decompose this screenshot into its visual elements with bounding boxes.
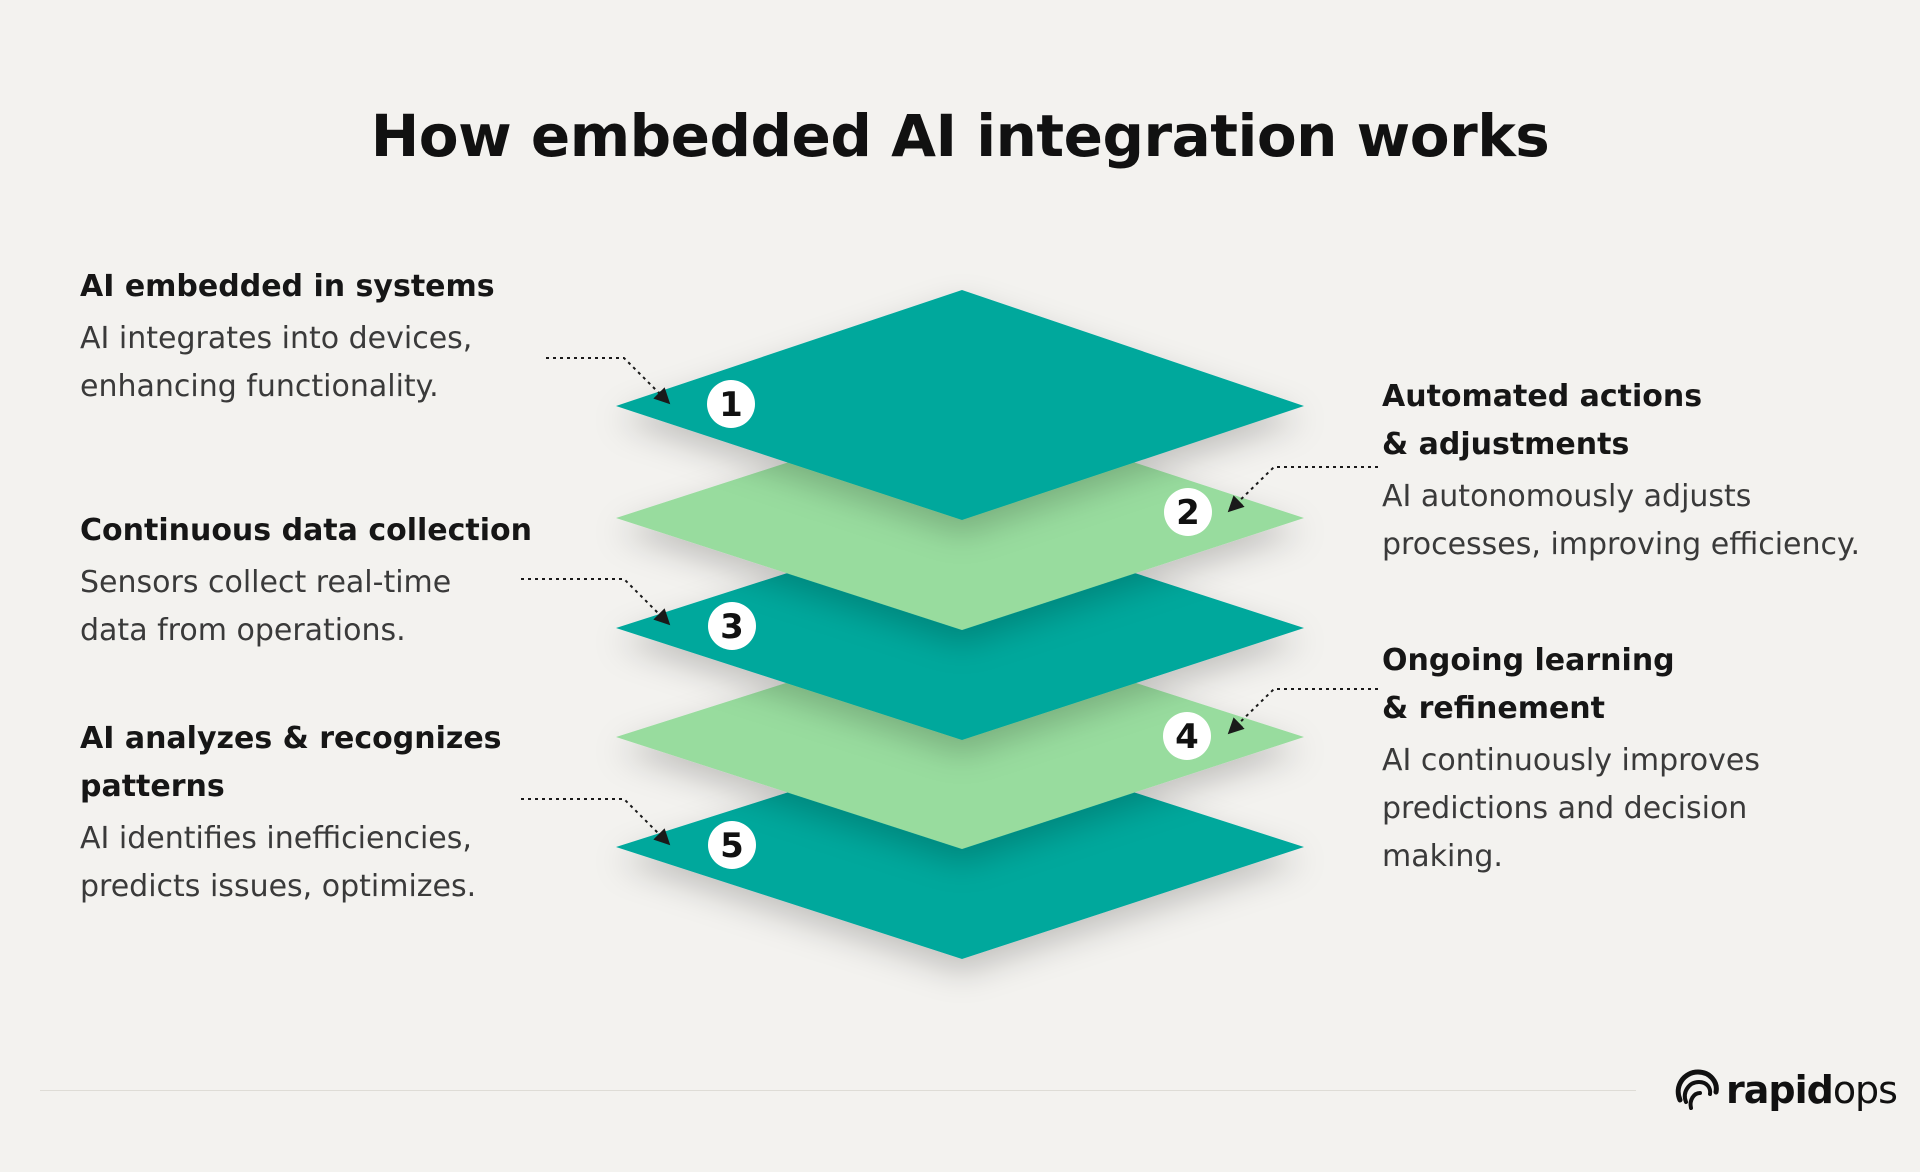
connector-3 <box>521 578 671 626</box>
page-title: How embedded AI integration works <box>370 102 1550 170</box>
step-1-title: AI embedded in systems <box>80 269 495 304</box>
layer-1-dark <box>616 290 1304 520</box>
rapidops-wordmark: rapidops <box>1726 1066 1898 1114</box>
rapidops-wordmark-bold: rapid <box>1726 1068 1834 1112</box>
badge-1: 1 <box>707 380 755 428</box>
step-4-text: Ongoing learning & refinement AI continu… <box>1382 637 1760 881</box>
step-2-text: Automated actions & adjustments AI auton… <box>1382 373 1860 569</box>
connector-5 <box>521 798 671 846</box>
step-1-text: AI embedded in systems AI integrates int… <box>80 263 495 411</box>
badge-5-number: 5 <box>720 826 744 866</box>
rapidops-logo-icon <box>1675 1069 1719 1110</box>
badge-4-number: 4 <box>1175 717 1199 757</box>
rapidops-logo: rapidops <box>1672 1062 1898 1118</box>
connector-1 <box>546 357 671 405</box>
badge-1-number: 1 <box>719 385 743 425</box>
step-3-description: Sensors collect real-time data from oper… <box>80 565 452 648</box>
step-2-title: Automated actions & adjustments <box>1382 379 1703 462</box>
step-4-title: Ongoing learning & refinement <box>1382 643 1675 726</box>
step-4-description: AI continuously improves predictions and… <box>1382 743 1760 874</box>
step-5-title: AI analyzes & recognizes patterns <box>80 721 502 804</box>
step-3-text: Continuous data collection Sensors colle… <box>80 507 532 655</box>
step-2-description: AI autonomously adjusts processes, impro… <box>1382 479 1861 562</box>
badge-5: 5 <box>708 821 756 869</box>
step-5-description: AI identifies inefficiencies, predicts i… <box>80 821 477 904</box>
footer-divider <box>40 1090 1636 1091</box>
step-1-description: AI integrates into devices, enhancing fu… <box>80 321 473 404</box>
step-3-title: Continuous data collection <box>80 513 533 548</box>
badge-2-number: 2 <box>1176 493 1200 533</box>
badge-2: 2 <box>1164 488 1212 536</box>
badge-4: 4 <box>1163 712 1211 760</box>
rapidops-wordmark-light: ops <box>1832 1068 1898 1112</box>
badge-3: 3 <box>708 602 756 650</box>
step-5-text: AI analyzes & recognizes patterns AI ide… <box>80 715 502 911</box>
badge-3-number: 3 <box>720 607 744 647</box>
